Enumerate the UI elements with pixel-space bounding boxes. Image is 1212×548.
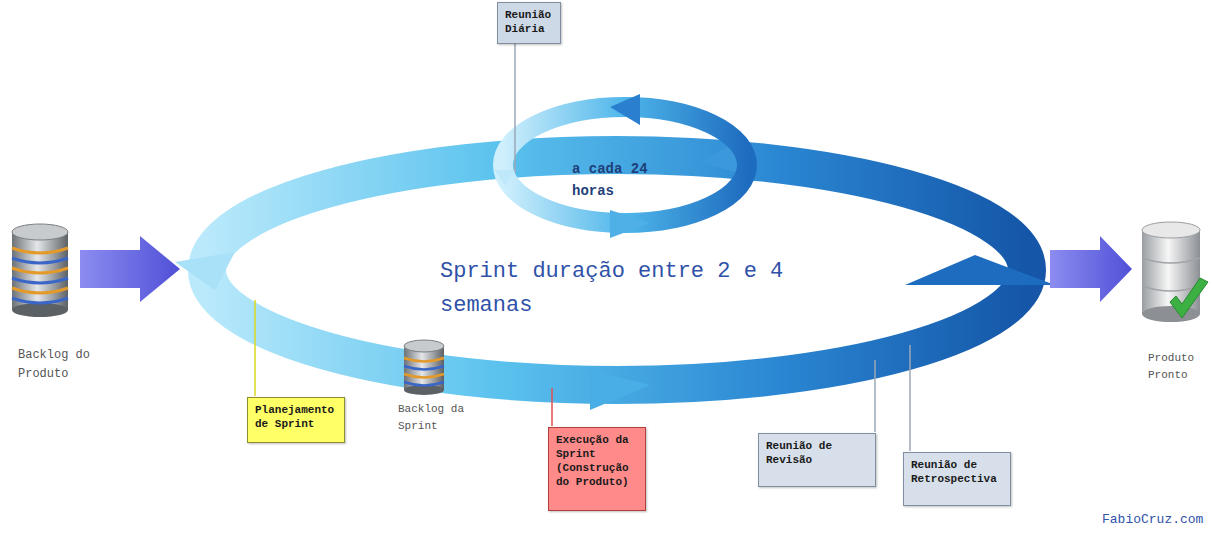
sprint-ring [175, 140, 1055, 410]
database-icon [404, 340, 444, 395]
database-icon [12, 224, 68, 317]
ring-arrowhead [590, 370, 650, 410]
output-arrow [1050, 236, 1132, 302]
database-caption: Backlog da Sprint [398, 401, 488, 435]
planning-box: Planejamento de Sprint [247, 397, 345, 443]
watermark: FabioCruz.com [1102, 510, 1208, 530]
meeting-box: Reunião de Revisão [758, 433, 876, 487]
input-arrow [80, 236, 180, 302]
daily-ring [494, 94, 747, 238]
sprint-title: Sprint duração entre 2 e 4 semanas [440, 255, 840, 323]
box-text: Reunião Diária [505, 8, 553, 36]
leader-line [514, 44, 516, 172]
daily-arrowhead [610, 210, 650, 238]
database-check-icon [1142, 222, 1208, 322]
database-caption: Produto Pronto [1148, 350, 1208, 384]
leader-line [551, 388, 553, 426]
ring-arrowhead [175, 252, 235, 290]
meeting-box: Reunião Diária [497, 2, 561, 44]
daily-arrowhead [494, 170, 516, 186]
leader-line [909, 345, 911, 451]
leader-line [874, 360, 876, 432]
ring-arrowhead [905, 255, 1055, 285]
execution-box: Execução da Sprint (Construção do Produt… [548, 427, 646, 511]
database-caption: Backlog do Produto [18, 346, 113, 384]
daily-arrowhead [610, 94, 640, 125]
box-text: Execução da Sprint (Construção do Produt… [556, 433, 638, 489]
box-text: Reunião de Retrospectiva [911, 458, 1003, 486]
box-text: Reunião de Revisão [766, 439, 868, 467]
leader-line [254, 300, 256, 396]
cycle-note: a cada 24 horas [572, 158, 667, 202]
meeting-box: Reunião de Retrospectiva [903, 452, 1011, 506]
box-text: Planejamento de Sprint [255, 403, 337, 431]
